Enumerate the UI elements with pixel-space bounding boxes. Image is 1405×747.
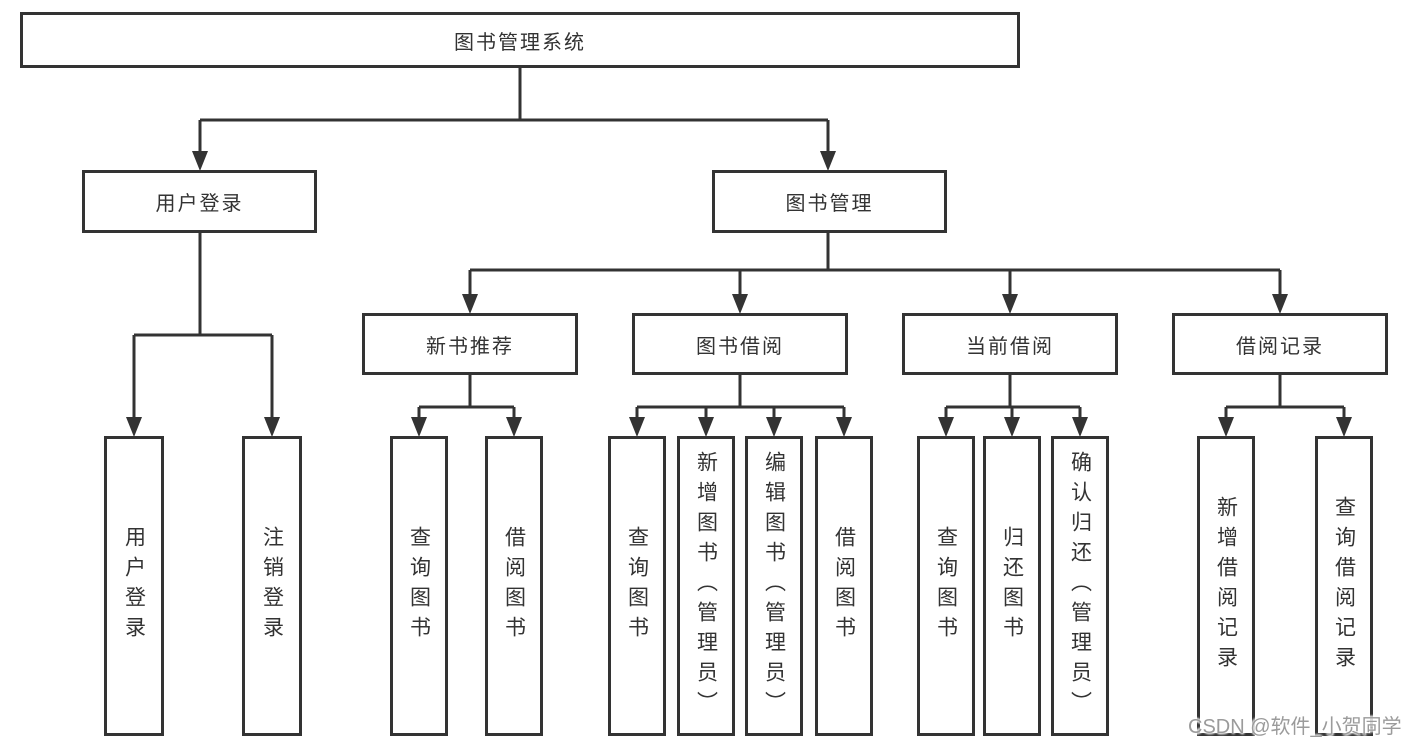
node-label: 借阅记录 bbox=[1236, 335, 1324, 358]
leaf-query-books-borrowing: 查询图书 bbox=[608, 436, 666, 736]
leaf-return-books: 归还图书 bbox=[983, 436, 1041, 736]
node-label: 借阅图书 bbox=[832, 526, 856, 646]
leaf-user-login: 用户登录 bbox=[104, 436, 164, 736]
node-label: 注销登录 bbox=[260, 526, 284, 646]
node-label: 用户登录 bbox=[155, 193, 244, 215]
leaf-borrow-books-recommend: 借阅图书 bbox=[485, 436, 543, 736]
arrowheads bbox=[126, 151, 1352, 437]
leaf-edit-book-admin: 编辑图书（管理员） bbox=[745, 436, 803, 736]
node-current-borrowing: 当前借阅 bbox=[902, 313, 1118, 375]
node-label: 新增借阅记录 bbox=[1214, 496, 1238, 676]
watermark: CSDN @软件_小贺同学 bbox=[1188, 716, 1402, 738]
leaf-borrow-books: 借阅图书 bbox=[815, 436, 873, 736]
node-label: 确认归还（管理员） bbox=[1068, 451, 1092, 721]
leaf-add-borrow-record: 新增借阅记录 bbox=[1197, 436, 1255, 736]
node-book-management: 图书管理 bbox=[712, 170, 947, 233]
node-label: 查询图书 bbox=[625, 526, 649, 646]
node-book-borrowing: 图书借阅 bbox=[632, 313, 848, 375]
node-label: 查询图书 bbox=[407, 526, 431, 646]
node-borrowing-records: 借阅记录 bbox=[1172, 313, 1388, 375]
node-label: 当前借阅 bbox=[966, 335, 1054, 358]
node-new-book-recommend: 新书推荐 bbox=[362, 313, 578, 375]
node-label: 用户登录 bbox=[122, 526, 146, 646]
node-label: 新书推荐 bbox=[426, 335, 514, 358]
node-label: 图书管理 bbox=[785, 193, 874, 215]
leaf-add-book-admin: 新增图书（管理员） bbox=[677, 436, 735, 736]
node-label: 图书借阅 bbox=[696, 335, 784, 358]
leaf-logout: 注销登录 bbox=[242, 436, 302, 736]
leaf-query-books-current: 查询图书 bbox=[917, 436, 975, 736]
node-label: 借阅图书 bbox=[502, 526, 526, 646]
node-label: 查询借阅记录 bbox=[1332, 496, 1356, 676]
node-root: 图书管理系统 bbox=[20, 12, 1020, 68]
leaf-query-books-recommend: 查询图书 bbox=[390, 436, 448, 736]
leaf-confirm-return-admin: 确认归还（管理员） bbox=[1051, 436, 1109, 736]
leaf-query-borrow-record: 查询借阅记录 bbox=[1315, 436, 1373, 736]
node-label: 图书管理系统 bbox=[454, 31, 586, 54]
node-label: 归还图书 bbox=[1000, 526, 1024, 646]
node-label: 新增图书（管理员） bbox=[694, 451, 718, 721]
node-label: 查询图书 bbox=[934, 526, 958, 646]
node-label: 编辑图书（管理员） bbox=[762, 451, 786, 721]
node-user-login-branch: 用户登录 bbox=[82, 170, 317, 233]
